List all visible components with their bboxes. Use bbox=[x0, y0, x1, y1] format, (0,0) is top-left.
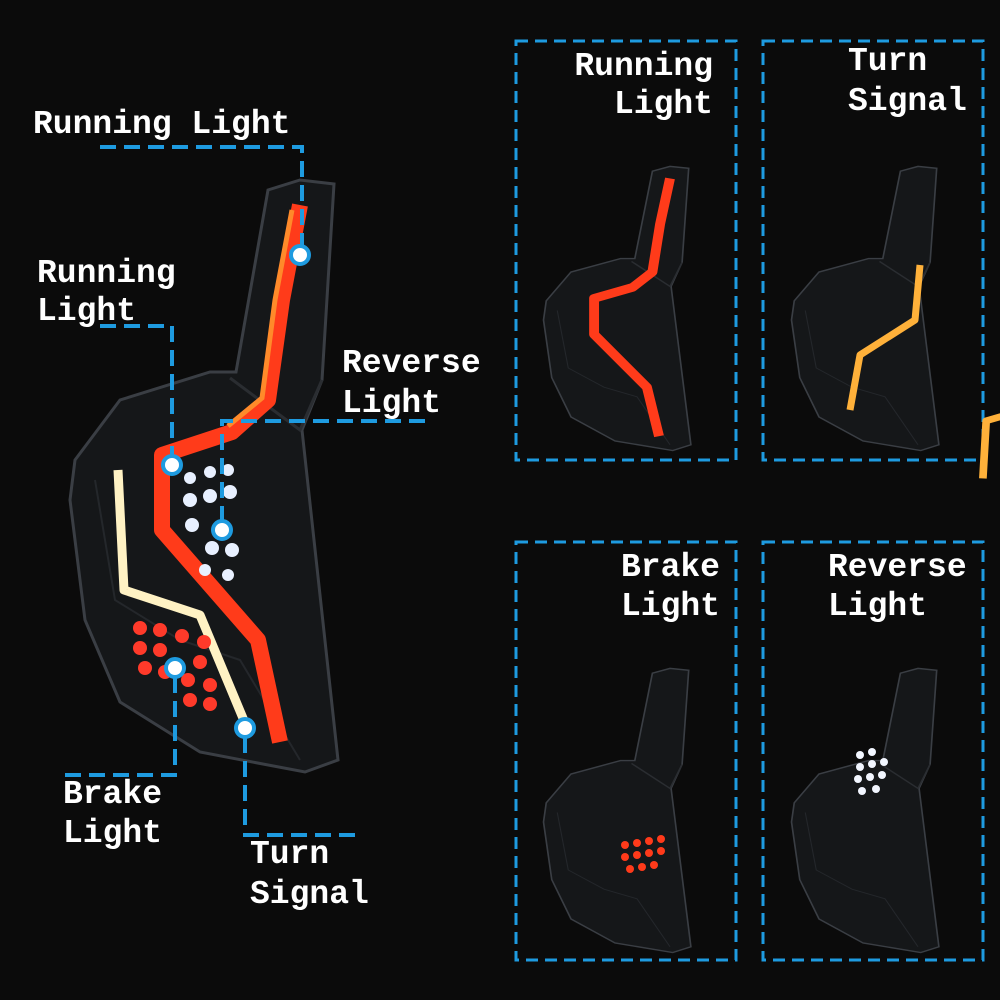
marker-dot bbox=[289, 244, 311, 266]
brake-led-cluster bbox=[621, 835, 665, 873]
panel-turn-signal: Turn Signal bbox=[761, 39, 1000, 479]
marker-dot bbox=[161, 454, 183, 476]
callout-brake: Brake Light bbox=[63, 657, 186, 852]
svg-text:Running: Running bbox=[37, 255, 176, 292]
svg-text:Light: Light bbox=[63, 815, 162, 852]
reverse-led-cluster bbox=[183, 464, 239, 581]
marker-dot bbox=[234, 717, 256, 739]
svg-text:Light: Light bbox=[614, 86, 713, 123]
reverse-led-cluster bbox=[854, 748, 888, 795]
svg-text:Brake: Brake bbox=[63, 776, 162, 813]
callout-running-left: Running Light bbox=[37, 255, 183, 476]
svg-text:Light: Light bbox=[37, 293, 136, 330]
svg-text:Signal: Signal bbox=[848, 83, 967, 120]
svg-text:Running: Running bbox=[574, 48, 713, 85]
marker-dot bbox=[164, 657, 186, 679]
callout-turn: Turn Signal bbox=[234, 717, 369, 913]
svg-text:Light: Light bbox=[621, 588, 720, 625]
callout-running-top: Running Light bbox=[33, 106, 311, 266]
svg-text:Reverse: Reverse bbox=[342, 345, 481, 382]
brake-led-cluster bbox=[133, 621, 217, 711]
svg-text:Brake: Brake bbox=[621, 549, 720, 586]
svg-text:Turn: Turn bbox=[848, 43, 927, 80]
panel-running-light: Running Light bbox=[514, 39, 738, 462]
svg-text:Reverse: Reverse bbox=[828, 549, 967, 586]
svg-text:Light: Light bbox=[828, 588, 927, 625]
svg-text:Running Light: Running Light bbox=[33, 106, 290, 143]
main-taillight bbox=[68, 178, 340, 774]
panel-reverse-light: Reverse Light bbox=[761, 540, 985, 962]
svg-text:Turn: Turn bbox=[250, 836, 329, 873]
marker-dot bbox=[211, 519, 233, 541]
panel-brake-light: Brake Light bbox=[514, 540, 738, 962]
callout-reverse: Reverse Light bbox=[211, 345, 481, 541]
svg-text:Signal: Signal bbox=[250, 876, 369, 913]
svg-text:Light: Light bbox=[342, 385, 441, 422]
